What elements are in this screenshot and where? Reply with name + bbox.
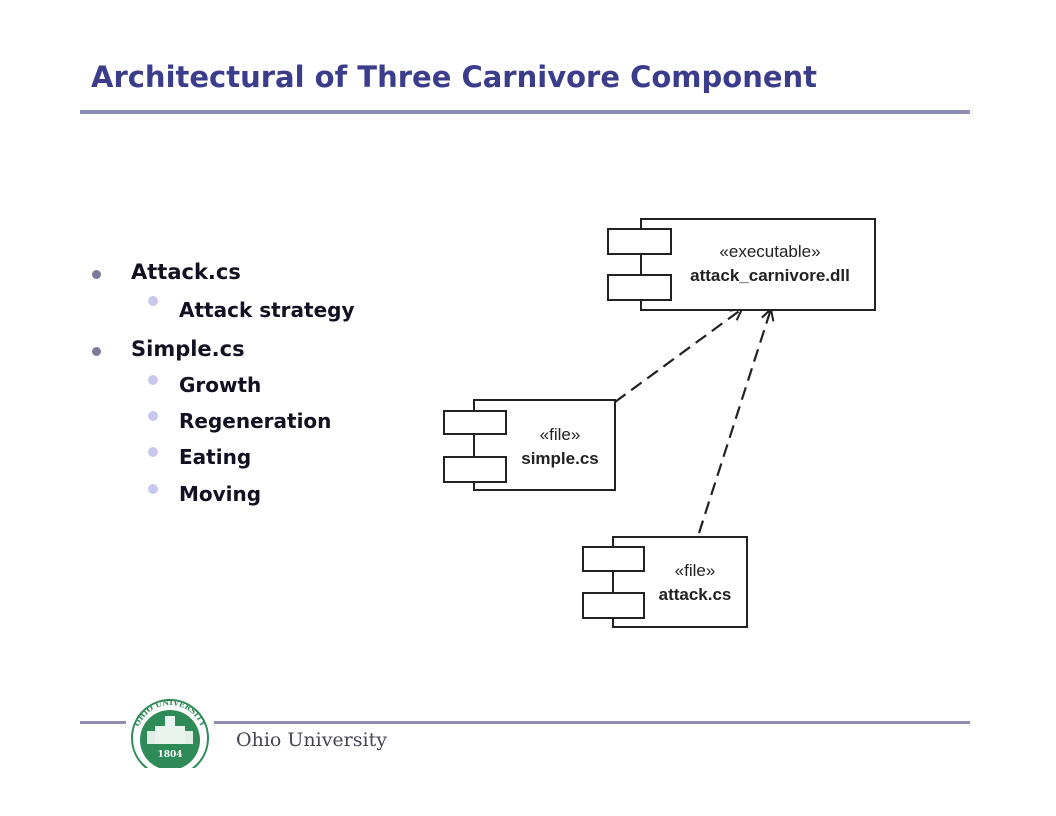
sub-bullet-eating: Eating bbox=[179, 445, 252, 469]
sub-bullet-moving: Moving bbox=[179, 482, 262, 506]
sub-bullet-attack-strategy: Attack strategy bbox=[179, 298, 355, 322]
component-attack-cs: «file» attack.cs bbox=[582, 536, 748, 628]
seal-year: 1804 bbox=[157, 750, 182, 760]
executable-name: attack_carnivore.dll bbox=[690, 266, 850, 285]
dependency-simple-to-executable bbox=[614, 309, 742, 403]
attack-stereotype: «file» bbox=[675, 561, 716, 580]
bullet-attack-cs: Attack.cs bbox=[131, 260, 241, 284]
component-executable: «executable» attack_carnivore.dll bbox=[607, 218, 876, 311]
sub-bullet-dot bbox=[148, 411, 158, 421]
attack-name: attack.cs bbox=[659, 585, 732, 604]
sub-bullet-growth: Growth bbox=[179, 373, 262, 397]
sub-bullet-dot bbox=[148, 296, 158, 306]
bullet-dot bbox=[92, 347, 101, 356]
simple-stereotype: «file» bbox=[540, 425, 581, 444]
sub-bullet-dot bbox=[148, 375, 158, 385]
bullet-simple-cs: Simple.cs bbox=[131, 337, 245, 361]
component-simple-cs: «file» simple.cs bbox=[443, 399, 616, 491]
footer-institution: Ohio University bbox=[236, 729, 387, 751]
footer-divider-left bbox=[80, 721, 126, 724]
title-divider bbox=[80, 110, 970, 114]
ohio-university-seal-logo: OHIO UNIVERSITY 1804 bbox=[131, 698, 209, 768]
simple-name: simple.cs bbox=[521, 449, 599, 468]
footer-divider-right bbox=[214, 721, 970, 724]
sub-bullet-dot bbox=[148, 447, 158, 457]
dependency-attack-to-executable bbox=[697, 309, 771, 534]
executable-stereotype: «executable» bbox=[719, 242, 820, 261]
slide-title: Architectural of Three Carnivore Compone… bbox=[91, 60, 818, 94]
bullet-dot bbox=[92, 270, 101, 279]
sub-bullet-dot bbox=[148, 484, 158, 494]
sub-bullet-regeneration: Regeneration bbox=[179, 409, 332, 433]
